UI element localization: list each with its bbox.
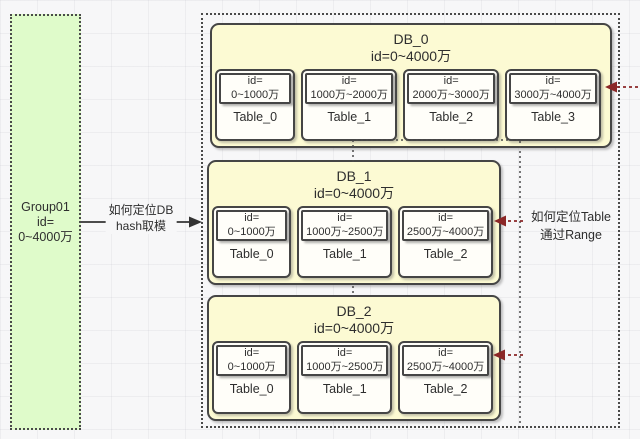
db0-box: DB_0 id=0~4000万 id= 0~1000万 Table_0 id= …	[210, 23, 612, 148]
table-id-label: id=	[438, 211, 454, 224]
db-locator-label-line1: 如何定位DB	[108, 203, 174, 217]
table-box: id= 1000万~2000万 Table_1	[301, 69, 398, 141]
group01-title: Group01	[21, 199, 70, 214]
db1-title: DB_1	[336, 168, 372, 184]
table-name: Table_2	[423, 382, 468, 396]
db0-id-range: id=0~4000万	[370, 48, 452, 65]
db2-box: DB_2 id=0~4000万 id= 0~1000万 Table_0 id= …	[207, 295, 501, 421]
group01-box: Group01 id= 0~4000万	[10, 14, 81, 430]
table-id-range: 0~1000万	[227, 225, 276, 238]
table-name: Table_2	[429, 110, 474, 124]
db1-box: DB_1 id=0~4000万 id= 0~1000万 Table_0 id= …	[207, 160, 501, 285]
table-id-label: id=	[443, 74, 459, 87]
table-box: id= 0~1000万 Table_0	[212, 206, 292, 278]
db2-title: DB_2	[336, 303, 372, 319]
db2-id-range: id=0~4000万	[313, 320, 395, 337]
table-header: id= 0~1000万	[219, 73, 292, 104]
table-header: id= 0~1000万	[216, 210, 288, 241]
table-box: id= 0~1000万 Table_0	[215, 69, 296, 141]
table-id-range: 1000万~2000万	[310, 88, 388, 101]
db1-tables-row: id= 0~1000万 Table_0 id= 1000万~2500万 Tabl…	[212, 206, 493, 278]
table-id-label: id=	[438, 346, 454, 359]
table-name: Table_1	[322, 247, 367, 261]
table-header: id= 1000万~2000万	[305, 73, 394, 104]
table-name: Table_0	[233, 110, 278, 124]
table-header: id= 2000万~3000万	[407, 73, 496, 104]
group01-id-range: 0~4000万	[18, 229, 73, 244]
table-id-range: 0~1000万	[231, 88, 280, 101]
table-name: Table_0	[229, 382, 274, 396]
table-locator-note-line2: 通过Range	[540, 228, 602, 243]
table-id-range: 0~1000万	[227, 360, 276, 373]
table-header: id= 2500万~4000万	[402, 210, 489, 241]
table-id-label: id=	[244, 211, 260, 224]
table-id-range: 1000万~2500万	[306, 225, 384, 238]
table-locator-note-line1: 如何定位Table	[531, 210, 611, 224]
db1-id-range: id=0~4000万	[313, 185, 395, 202]
table-id-range: 2500万~4000万	[406, 360, 485, 373]
table-header: id= 0~1000万	[216, 345, 288, 376]
table-box: id= 2000万~3000万 Table_2	[403, 69, 500, 141]
table-name: Table_2	[423, 247, 468, 261]
table-box: id= 2500万~4000万 Table_2	[398, 341, 493, 414]
table-locator-note: 如何定位Table 通过Range	[531, 208, 611, 244]
table-id-label: id=	[247, 74, 263, 87]
table-box: id= 1000万~2500万 Table_1	[297, 206, 393, 278]
table-id-label: id=	[337, 211, 353, 224]
table-name: Table_1	[322, 382, 367, 396]
table-id-label: id=	[244, 346, 260, 359]
table-id-range: 2500万~4000万	[406, 225, 485, 238]
table-name: Table_3	[531, 110, 575, 124]
table-id-range: 3000万~4000万	[514, 88, 592, 101]
table-id-label: id=	[545, 74, 561, 87]
table-header: id= 3000万~4000万	[509, 73, 597, 104]
table-id-label: id=	[341, 74, 357, 87]
table-id-label: id=	[337, 346, 353, 359]
group01-id-label: id=	[36, 214, 55, 229]
table-name: Table_1	[327, 110, 372, 124]
table-box: id= 0~1000万 Table_0	[212, 341, 292, 414]
db0-title: DB_0	[393, 31, 429, 47]
table-id-range: 1000万~2500万	[306, 360, 384, 373]
table-header: id= 1000万~2500万	[301, 210, 389, 241]
table-box: id= 2500万~4000万 Table_2	[398, 206, 493, 278]
table-box: id= 1000万~2500万 Table_1	[297, 341, 393, 414]
table-header: id= 2500万~4000万	[402, 345, 489, 376]
db-locator-label-line2: hash取模	[115, 218, 167, 233]
db2-tables-row: id= 0~1000万 Table_0 id= 1000万~2500万 Tabl…	[212, 341, 493, 414]
table-id-range: 2000万~3000万	[412, 88, 490, 101]
table-box: id= 3000万~4000万 Table_3	[505, 69, 601, 141]
table-header: id= 1000万~2500万	[301, 345, 389, 376]
db0-tables-row: id= 0~1000万 Table_0 id= 1000万~2000万 Tabl…	[215, 69, 601, 141]
table-name: Table_0	[229, 247, 274, 261]
db-locator-label: 如何定位DB hash取模	[105, 203, 177, 235]
